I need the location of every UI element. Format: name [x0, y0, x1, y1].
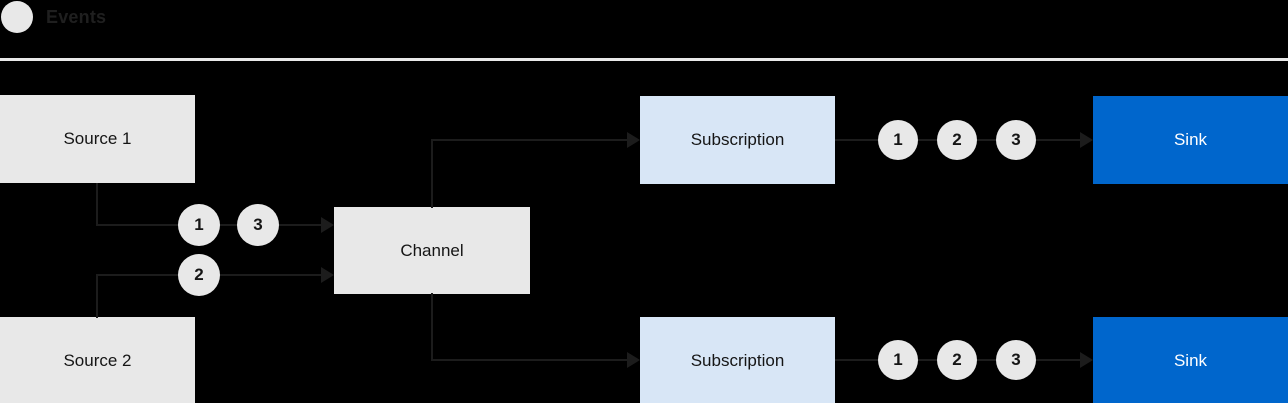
arrowhead-source2-to-channel: [321, 267, 334, 283]
event-token-label: 3: [1011, 350, 1021, 369]
node-source-1-label: Source 1: [63, 129, 132, 148]
node-source-1[interactable]: Source 1: [0, 95, 195, 183]
connector-channel-up-vertical: [431, 140, 433, 208]
event-token: 3: [996, 120, 1036, 160]
event-token-label: 3: [253, 215, 263, 234]
event-token-label: 2: [952, 350, 962, 369]
event-token-label: 3: [1011, 130, 1021, 149]
event-token: 2: [937, 340, 977, 380]
node-source-2[interactable]: Source 2: [0, 317, 195, 403]
arrowhead-source1-to-channel: [321, 217, 334, 233]
event-token-label: 2: [194, 265, 204, 284]
node-subscription-bottom-label: Subscription: [690, 351, 785, 370]
event-token: 1: [178, 204, 220, 246]
event-token: 3: [237, 204, 279, 246]
node-subscription-bottom[interactable]: Subscription: [640, 317, 835, 403]
connector-channel-down-vertical: [431, 293, 433, 361]
connector-channel-up-horizontal: [431, 139, 628, 141]
node-channel[interactable]: Channel: [334, 207, 530, 294]
arrowhead-subscription-bottom-to-sink: [1080, 352, 1093, 368]
legend-label: Events: [46, 7, 107, 27]
node-subscription-top-label: Subscription: [690, 130, 785, 149]
event-dot-icon: [1, 1, 33, 33]
node-sink-top[interactable]: Sink: [1093, 96, 1288, 184]
connector-source2-vertical: [96, 274, 98, 318]
connector-channel-down-horizontal: [431, 359, 628, 361]
node-sink-bottom-label: Sink: [1173, 351, 1208, 370]
node-sink-top-label: Sink: [1173, 130, 1208, 149]
event-token-label: 2: [952, 130, 962, 149]
event-token-label: 1: [194, 215, 204, 234]
node-source-2-label: Source 2: [63, 351, 132, 370]
event-token: 3: [996, 340, 1036, 380]
event-token-label: 1: [893, 350, 903, 369]
arrowhead-channel-to-subscription-top: [627, 132, 640, 148]
event-token-label: 1: [893, 130, 903, 149]
arrowhead-subscription-top-to-sink: [1080, 132, 1093, 148]
arrowhead-channel-to-subscription-bottom: [627, 352, 640, 368]
header-divider: [0, 58, 1288, 61]
event-token: 2: [937, 120, 977, 160]
node-channel-label: Channel: [400, 240, 464, 260]
node-subscription-top[interactable]: Subscription: [640, 96, 835, 184]
connector-source1-vertical: [96, 183, 98, 226]
event-token: 2: [178, 254, 220, 296]
event-token: 1: [878, 340, 918, 380]
node-sink-bottom[interactable]: Sink: [1093, 317, 1288, 403]
event-token: 1: [878, 120, 918, 160]
